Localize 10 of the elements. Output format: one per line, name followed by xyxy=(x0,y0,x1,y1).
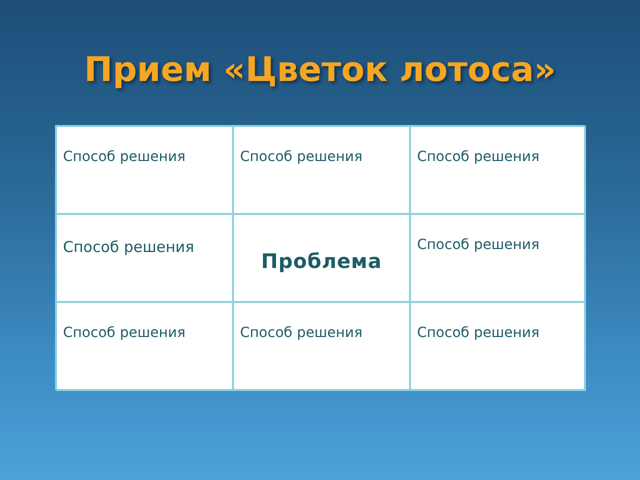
table-cell: Способ решения xyxy=(410,302,586,391)
table-cell: Способ решения xyxy=(233,126,410,214)
table-cell: Способ решения xyxy=(56,214,233,302)
table-cell: Способ решения xyxy=(56,126,233,214)
table-cell: Способ решения xyxy=(410,126,586,214)
table-cell: Способ решения xyxy=(56,302,233,391)
table-cell: Проблема xyxy=(233,214,410,302)
table-cell: Способ решения xyxy=(410,214,586,302)
table-cell: Способ решения xyxy=(233,302,410,391)
slide-title: Прием «Цветок лотоса» xyxy=(83,50,557,90)
